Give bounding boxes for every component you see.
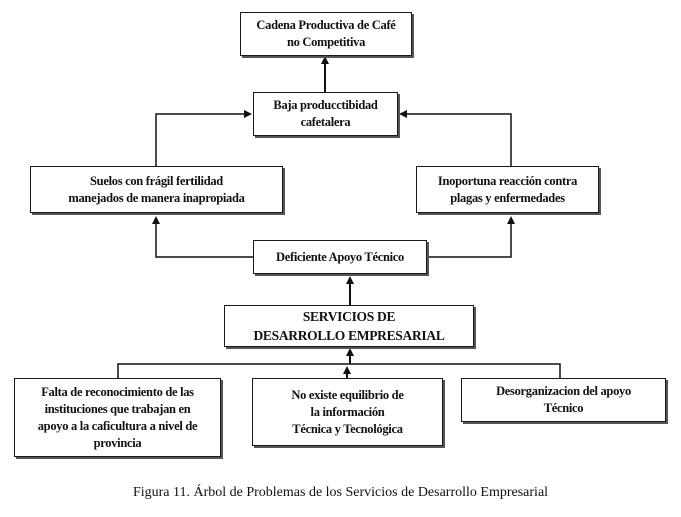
node-top-problem: Cadena Productiva de Café no Competitiva [240, 12, 412, 56]
node-deficiente-apoyo-label: Deficiente Apoyo Técnico [276, 249, 404, 264]
edge-deficiente-to-inoportuna [427, 216, 515, 258]
node-servicios-desarrollo-label: SERVICIOS DE DESARROLLO EMPRESARIAL [253, 309, 445, 343]
node-top-problem-label: Cadena Productiva de Café no Competitiva [256, 18, 396, 49]
node-desorganizacion: Desorganizacion del apoyo Técnico [461, 378, 666, 422]
node-deficiente-apoyo: Deficiente Apoyo Técnico [253, 240, 427, 274]
edge-suelos-to-baja [155, 110, 252, 166]
node-no-existe-equilibrio-label: No existe equilibrio de la información T… [291, 387, 404, 436]
node-suelos-label: Suelos con frágil fertilidad manejados d… [68, 173, 245, 205]
node-falta-reconocimiento: Falta de reconocimiento de las instituci… [14, 378, 221, 457]
node-falta-reconocimiento-label: Falta de reconocimiento de las instituci… [37, 384, 198, 450]
node-desorganizacion-label: Desorganizacion del apoyo Técnico [496, 384, 631, 415]
node-no-existe-equilibrio: No existe equilibrio de la información T… [252, 378, 443, 446]
node-baja-productividad: Baja producctibidad cafetalera [253, 92, 398, 136]
edge-deficiente-to-suelos [152, 216, 253, 258]
figure-caption: Figura 11. Árbol de Problemas de los Ser… [132, 485, 549, 500]
edge-falta-to-bus [117, 363, 561, 378]
node-baja-productividad-label: Baja producctibidad cafetalera [273, 98, 378, 129]
node-suelos: Suelos con frágil fertilidad manejados d… [30, 166, 283, 213]
node-servicios-desarrollo: SERVICIOS DE DESARROLLO EMPRESARIAL [224, 305, 474, 347]
edge-inoportuna-to-baja [399, 110, 512, 166]
node-inoportuna: Inoportuna reacción contra plagas y enfe… [416, 166, 599, 213]
node-inoportuna-label: Inoportuna reacción contra plagas y enfe… [437, 173, 578, 205]
